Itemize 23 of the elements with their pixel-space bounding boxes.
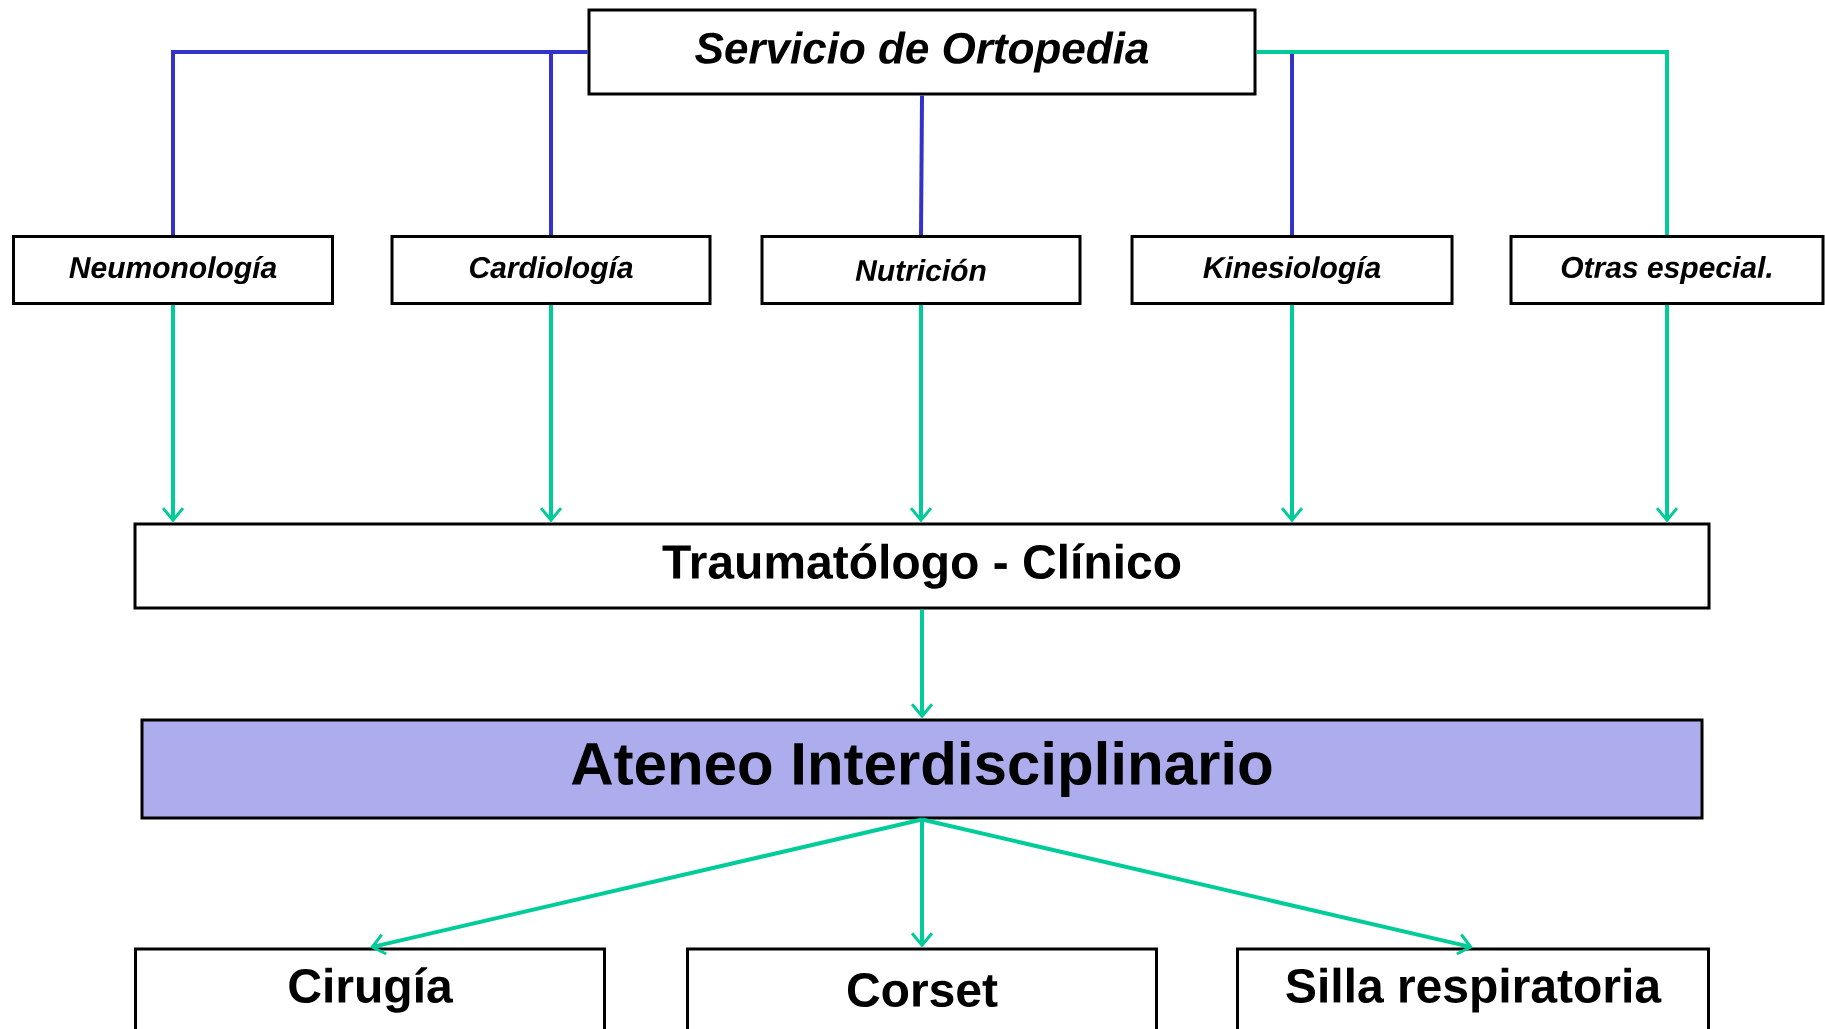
arrow — [909, 305, 933, 523]
connector-line — [919, 95, 924, 236]
heading-box: Servicio de Ortopedia — [587, 8, 1257, 96]
arrow — [1655, 305, 1679, 523]
arrow — [539, 305, 563, 523]
arrow — [370, 817, 923, 956]
process-box: Nutrición — [760, 235, 1082, 305]
result-box: Silla respiratoria — [1236, 947, 1710, 1029]
arrow — [910, 819, 934, 948]
arrow — [910, 609, 934, 719]
process-box: Ateneo Interdisciplinario — [140, 718, 1704, 820]
process-box: Neumonología — [12, 235, 334, 305]
process-box: Kinesiología — [1130, 235, 1454, 305]
arrow — [1280, 305, 1304, 523]
process-box: Otras especial. — [1509, 235, 1825, 305]
arrow — [161, 305, 185, 523]
arrow — [921, 817, 1474, 956]
connector-line — [1256, 50, 1669, 235]
process-box: Cardiología — [390, 235, 712, 305]
result-box: Cirugía — [134, 947, 606, 1029]
connector-line — [549, 50, 588, 235]
process-box: Traumatólogo - Clínico — [133, 522, 1711, 610]
result-box: Corset — [686, 947, 1158, 1029]
